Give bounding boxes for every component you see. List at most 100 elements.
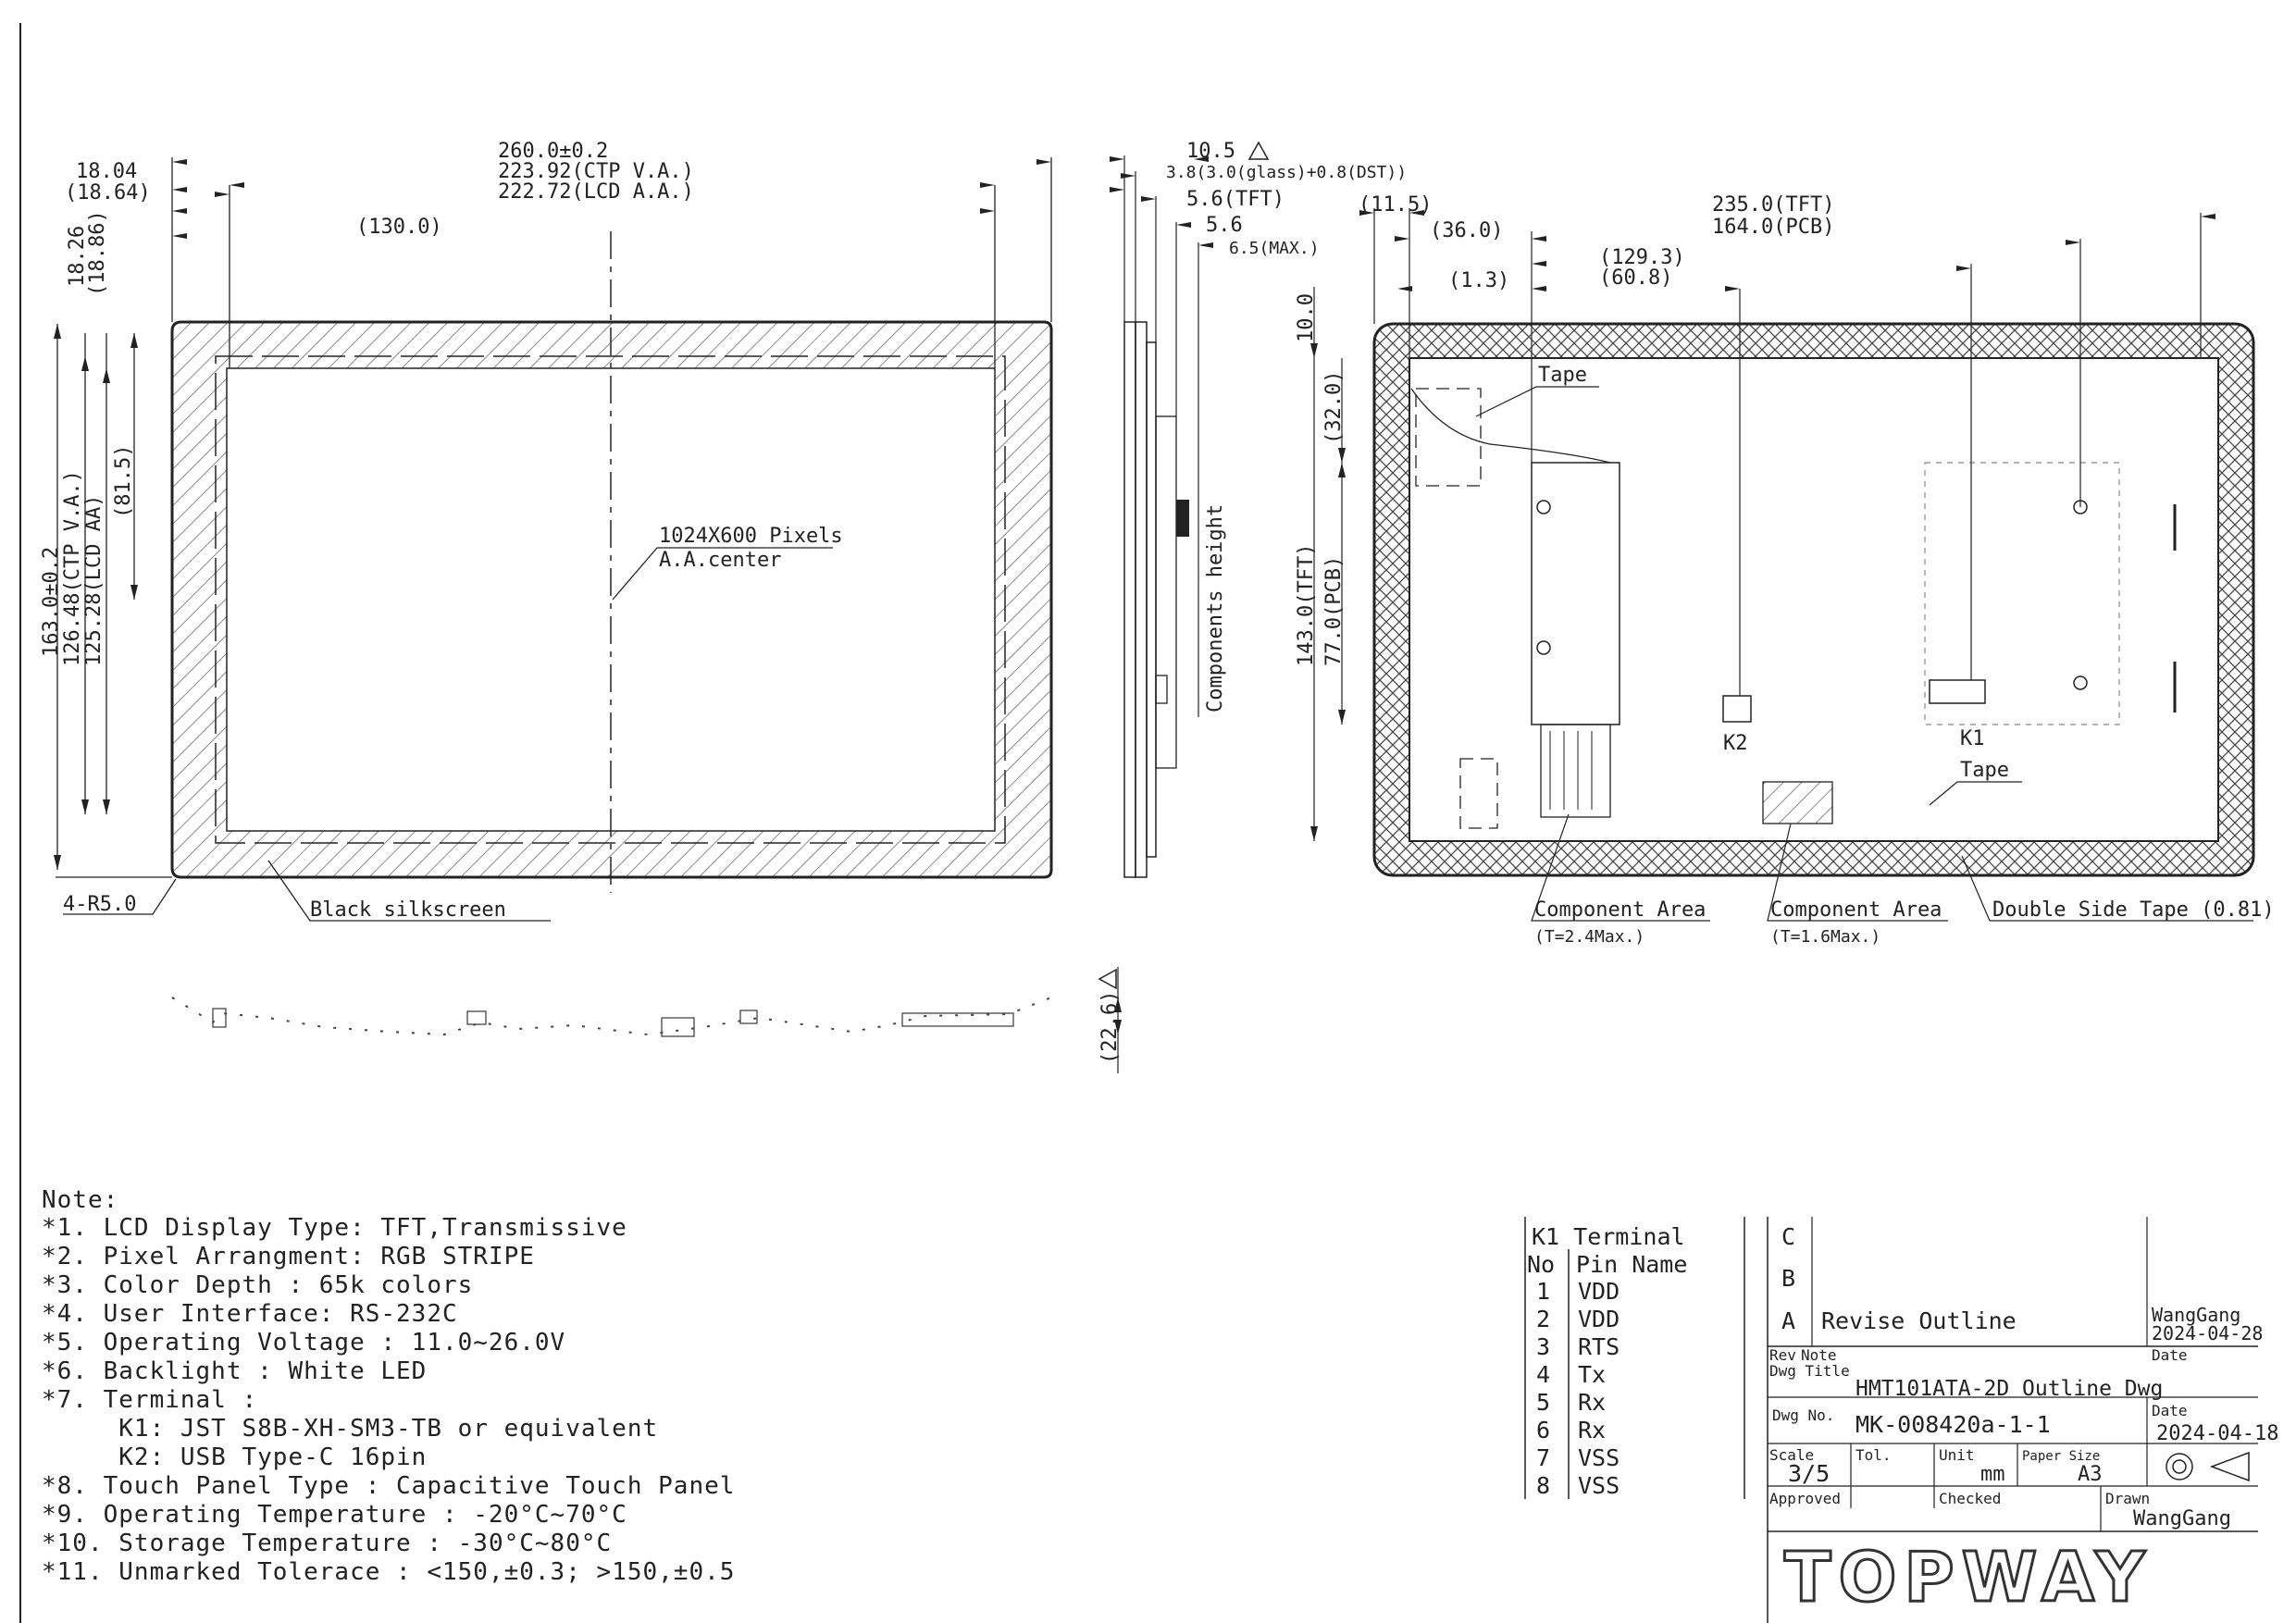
back-view: (11.5) (36.0) (1.3) 235.0(TFT) 164.0(PCB… bbox=[1295, 193, 2275, 947]
paper-label: Paper Size bbox=[2022, 1449, 2100, 1464]
side-pcb bbox=[1155, 415, 1177, 769]
bottom-part-4 bbox=[739, 1010, 758, 1024]
front-left-offset-2: (18.86) bbox=[86, 210, 109, 296]
projection-symbol-cone bbox=[2209, 1451, 2250, 1482]
radius-leader bbox=[63, 878, 177, 915]
terminal-row-no: 4 bbox=[1536, 1361, 1550, 1388]
side-component-height-label: Components height bbox=[1204, 504, 1227, 712]
screw-1 bbox=[1536, 500, 1551, 514]
screw-2 bbox=[1536, 640, 1551, 655]
front-radius-label: 4-R5.0 bbox=[63, 893, 136, 916]
back-tft-height-label: 143.0(TFT) bbox=[1295, 544, 1318, 666]
side-lcd bbox=[1135, 321, 1148, 878]
back-tape-label-1: Tape bbox=[1538, 364, 1587, 387]
back-component-area-1-sub: (T=2.4Max.) bbox=[1534, 927, 1644, 947]
terminal-row-no: 8 bbox=[1536, 1472, 1550, 1499]
back-pos-129: (129.3) bbox=[1599, 246, 1685, 269]
side-mid-label: 5.6 bbox=[1206, 214, 1243, 237]
date-label: Date bbox=[2152, 1346, 2188, 1364]
notes-block: Note: *1. LCD Display Type: TFT,Transmis… bbox=[42, 1186, 735, 1586]
terminal-row-no: 6 bbox=[1536, 1417, 1550, 1443]
tape-area-2 bbox=[1459, 758, 1498, 829]
front-ctp-va-height-label: 126.48(CTP V.A.) bbox=[61, 470, 84, 666]
terminal-row-no: 7 bbox=[1536, 1444, 1550, 1471]
back-k2-label: K2 bbox=[1723, 732, 1748, 755]
bottom-part-1 bbox=[212, 1008, 227, 1028]
note-item-13: *11. Unmarked Tolerace : <150,±0.3; >150… bbox=[42, 1558, 735, 1586]
terminal-table: K1 Terminal No Pin Name 1 VDD 2 VDD 3 RT… bbox=[1524, 1217, 1745, 1499]
front-view: 260.0±0.2 223.92(CTP V.A.) 222.72(LCD A.… bbox=[40, 140, 1053, 922]
tape-leader-2 bbox=[1929, 781, 2022, 806]
checked-label: Checked bbox=[1939, 1490, 2001, 1507]
bottom-dim-arrows bbox=[1114, 997, 1122, 1035]
side-frame bbox=[1146, 341, 1157, 858]
projection-symbol-circle bbox=[2166, 1453, 2193, 1481]
terminal-row-pin: VSS bbox=[1578, 1472, 1620, 1499]
front-width-label: 260.0±0.2 bbox=[498, 140, 608, 163]
rev-author: WangGang bbox=[2152, 1304, 2240, 1326]
side-max-label: 6.5(MAX.) bbox=[1229, 239, 1320, 258]
terminal-row-pin: VDD bbox=[1578, 1306, 1620, 1332]
approved-label: Approved bbox=[1769, 1490, 1841, 1507]
date-value: 2024-04-18 bbox=[2156, 1422, 2278, 1445]
back-top-gap-label: 10.0 bbox=[1295, 293, 1318, 342]
tape-leader-1 bbox=[1475, 386, 1599, 417]
back-offset-1-3: (1.3) bbox=[1448, 269, 1509, 292]
cable-trace bbox=[1410, 388, 1611, 464]
rev-date: 2024-04-28 bbox=[2152, 1322, 2263, 1344]
k2-connector bbox=[1722, 695, 1752, 723]
note-item-6: *6. Backlight : White LED bbox=[42, 1357, 427, 1385]
fpc-cable-2 bbox=[1762, 781, 1833, 824]
date-label-2: Date bbox=[2152, 1402, 2188, 1419]
title-block: C B A Revise Outline WangGang 2024-04-28… bbox=[1767, 1217, 2278, 1623]
front-height-label: 163.0±0.2 bbox=[40, 547, 63, 657]
tape-area-1 bbox=[1415, 388, 1482, 487]
terminal-row-pin: VSS bbox=[1578, 1444, 1620, 1471]
side-warning-triangle bbox=[1247, 141, 1270, 160]
side-component-1 bbox=[1176, 500, 1189, 537]
back-component-area-1: Component Area bbox=[1534, 898, 1706, 922]
scale-value: 3/5 bbox=[1788, 1460, 1830, 1487]
component-leader-2 bbox=[1767, 823, 1948, 922]
terminal-row-no: 2 bbox=[1536, 1306, 1550, 1332]
scale-label: Scale bbox=[1769, 1446, 1814, 1464]
rev-a: A bbox=[1781, 1307, 1795, 1334]
note-item-1: *1. LCD Display Type: TFT,Transmissive bbox=[42, 1214, 627, 1242]
note-item-5: *5. Operating Voltage : 11.0~26.0V bbox=[42, 1329, 565, 1357]
company-logo: TOPWAY bbox=[1784, 1538, 2153, 1617]
side-component-2 bbox=[1155, 675, 1168, 704]
front-lcd-aa-height-label: 125.28(LCD AA) bbox=[82, 495, 105, 666]
front-left-offset-1: 18.26 bbox=[66, 226, 89, 287]
dwg-no: MK-008420a-1-1 bbox=[1855, 1411, 2051, 1438]
bottom-part-3 bbox=[661, 1017, 695, 1037]
front-top-offset-2: (18.64) bbox=[65, 181, 151, 204]
dwg-no-label: Dwg No. bbox=[1772, 1406, 1834, 1424]
side-glass bbox=[1123, 321, 1136, 878]
component-leader-1 bbox=[1531, 813, 1710, 922]
unit-label: Unit bbox=[1939, 1446, 1975, 1464]
note-item-8: K1: JST S8B-XH-SM3-TB or equivalent bbox=[42, 1415, 658, 1443]
note-item-11: *9. Operating Temperature : -20°C~70°C bbox=[42, 1501, 627, 1529]
rev-b: B bbox=[1781, 1265, 1795, 1292]
rev-c: C bbox=[1781, 1223, 1795, 1250]
back-component-area-2: Component Area bbox=[1770, 898, 1942, 922]
bottom-view: (22.6) bbox=[171, 967, 1122, 1073]
back-component-area-2-sub: (T=1.6Max.) bbox=[1770, 927, 1880, 947]
note-item-7: *7. Terminal : bbox=[42, 1386, 257, 1414]
k1-connector bbox=[1929, 679, 1986, 704]
back-pcb-height-label: 77.0(PCB) bbox=[1322, 556, 1346, 666]
drawn-value: WangGang bbox=[2133, 1507, 2231, 1530]
front-pixels-label: 1024X600 Pixels bbox=[659, 525, 843, 548]
pcb-board-2 bbox=[1924, 462, 2120, 725]
side-glass-label: 3.8(3.0(glass)+0.8(DST)) bbox=[1166, 163, 1407, 182]
front-top-offset-1: 18.04 bbox=[76, 160, 137, 183]
note-item-9: K2: USB Type-C 16pin bbox=[42, 1443, 427, 1471]
note-item-3: *3. Color Depth : 65k colors bbox=[42, 1271, 473, 1299]
note-item-2: *2. Pixel Arrangment: RGB STRIPE bbox=[42, 1243, 535, 1270]
bottom-part-2 bbox=[466, 1010, 487, 1025]
pixels-leader bbox=[612, 547, 833, 601]
bottom-depth-label: (22.6) bbox=[1098, 991, 1122, 1064]
dim-arrow-top-1 bbox=[172, 159, 187, 239]
bottom-profile bbox=[171, 997, 1052, 1036]
bottom-part-5 bbox=[901, 1012, 1014, 1027]
